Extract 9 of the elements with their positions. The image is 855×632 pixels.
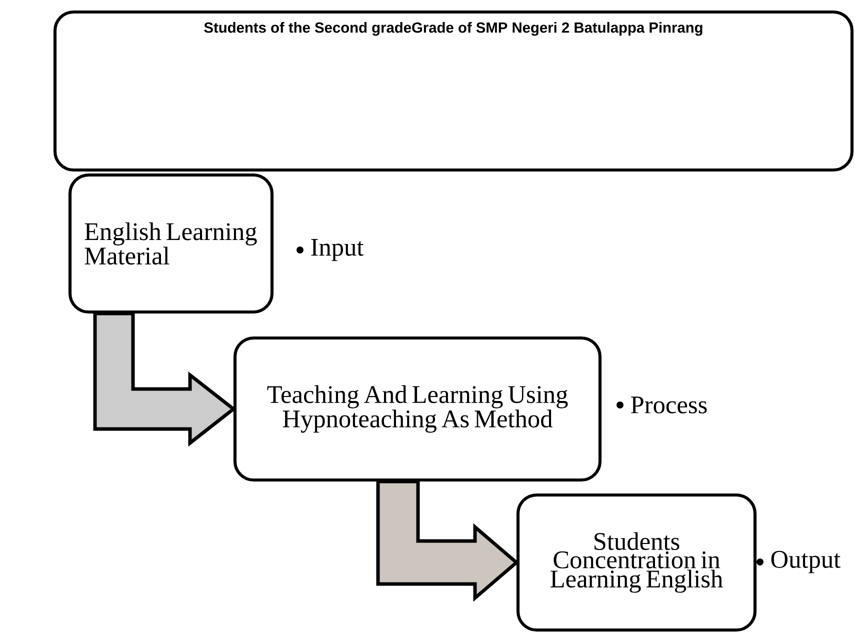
stage-label: Input [311,239,364,261]
process-box: Teaching And Learning Using Hypnoteaching As Method [233,336,602,482]
stage-label: Process [631,396,707,414]
block-arrow [93,312,236,447]
stage-label: Output [771,550,840,574]
title-box: Students of the Second gradeGrade of SMP Negeri 2 Batulappa Pinrang [53,10,854,172]
output-box: Students Concentration in Learning English [516,493,757,632]
input-box: English Learning Material [68,173,274,314]
block-arrow [376,480,520,602]
